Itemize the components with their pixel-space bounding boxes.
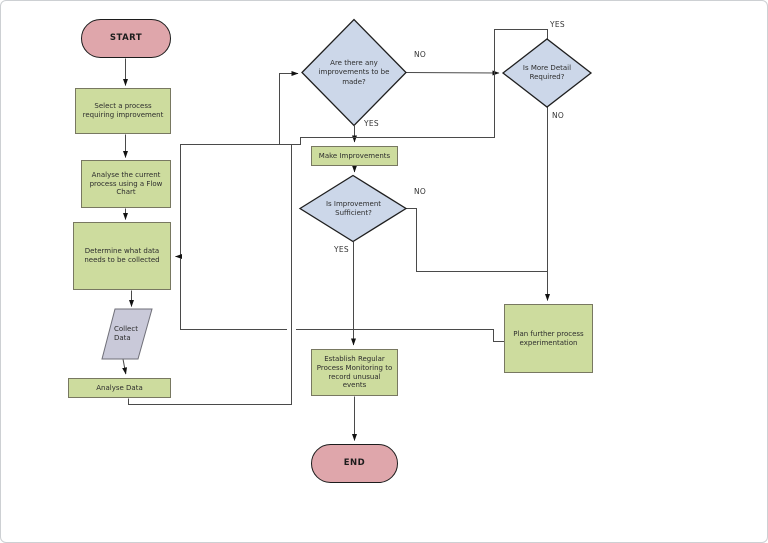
analyse-current-node: Analyse the current process using a Flow…: [81, 160, 171, 208]
connector-collect-to-analyse-data: [122, 358, 128, 375]
determine-data-node: Determine what data needs to be collecte…: [73, 222, 171, 290]
edge-label-more-detail-yes: YES: [550, 20, 565, 29]
start-label: START: [109, 33, 143, 44]
more-detail-decision-text: Is More Detail Required?: [505, 57, 589, 89]
end-label: END: [343, 458, 366, 469]
analyse-current-label: Analyse the current process using a Flow…: [89, 170, 163, 197]
select-process-label: Select a process requiring improvement: [82, 102, 164, 119]
improvements-decision-label: Are there any improvements to be made?: [318, 59, 390, 86]
collect-data-parallelogram: [101, 308, 153, 360]
connector-improvements-no-to-more-detail: [406, 70, 500, 76]
edge-label-sufficient-yes: YES: [334, 245, 349, 254]
improvements-decision-diamond: [301, 18, 407, 127]
sufficient-decision-label: Is Improvement Sufficient?: [325, 199, 382, 217]
edge-label-improvements-yes: YES: [364, 119, 379, 128]
improvements-decision-text: Are there any improvements to be made?: [312, 47, 396, 99]
more-detail-decision-label: Is More Detail Required?: [522, 63, 572, 81]
collect-data-text: Collect Data: [114, 318, 152, 350]
establish-monitoring-node: Establish Regular Process Monitoring to …: [311, 349, 398, 396]
establish-monitoring-label: Establish Regular Process Monitoring to …: [316, 354, 393, 390]
connector-plan-further-feedback-right: [296, 329, 504, 342]
plan-further-node: Plan further process experimentation: [504, 304, 593, 373]
plan-further-label: Plan further process experimentation: [513, 329, 584, 347]
sufficient-decision-diamond: [298, 174, 408, 243]
collect-data-label: Collect Data: [114, 324, 138, 342]
make-improvements-node: Make Improvements: [311, 146, 398, 166]
edge-label-more-detail-no: NO: [552, 111, 565, 120]
edge-label-sufficient-no: NO: [414, 187, 427, 196]
connector-plan-further-feedback-left: [180, 258, 287, 330]
determine-data-label: Determine what data needs to be collecte…: [84, 247, 160, 264]
analyse-data-node: Analyse Data: [68, 378, 171, 398]
edge-label-improvements-no: NO: [414, 50, 427, 59]
more-detail-decision-diamond: [501, 38, 593, 108]
start-terminator: START: [81, 19, 171, 58]
sufficient-decision-text: Is Improvement Sufficient?: [311, 193, 396, 225]
end-terminator: END: [311, 444, 398, 483]
connector-sufficient-no-join: [406, 208, 548, 272]
make-improvements-label: Make Improvements: [318, 151, 391, 160]
analyse-data-label: Analyse Data: [96, 383, 143, 392]
select-process-node: Select a process requiring improvement: [75, 88, 171, 134]
connector-more-detail-yes-to-determine: [175, 29, 548, 259]
